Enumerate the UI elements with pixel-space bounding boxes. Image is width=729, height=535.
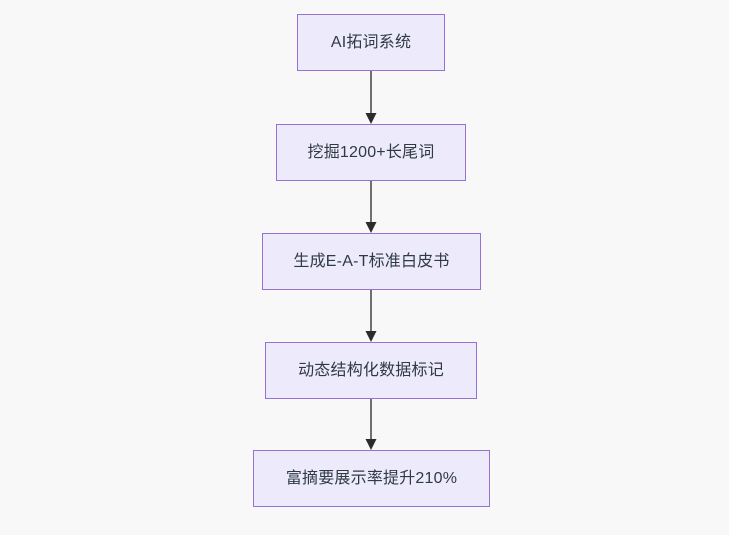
flow-node-rich-snippet-rate-increase[interactable]: 富摘要展示率提升210% — [253, 450, 490, 507]
arrowhead-down-icon — [365, 222, 377, 233]
flow-node-label: 动态结构化数据标记 — [298, 361, 444, 379]
edge-n2-n3 — [365, 290, 377, 342]
flow-node-generate-eat-whitepaper[interactable]: 生成E-A-T标准白皮书 — [262, 233, 481, 290]
flow-node-label: 生成E-A-T标准白皮书 — [293, 252, 450, 270]
flow-node-mine-longtail-keywords[interactable]: 挖掘1200+长尾词 — [276, 124, 466, 181]
flow-node-label: AI拓词系统 — [330, 33, 412, 51]
arrowhead-down-icon — [365, 439, 377, 450]
arrowhead-down-icon — [365, 331, 377, 342]
flow-node-ai-keyword-system[interactable]: AI拓词系统 — [297, 14, 445, 71]
edge-n3-n4 — [365, 399, 377, 450]
flow-node-dynamic-structured-data-markup[interactable]: 动态结构化数据标记 — [265, 342, 477, 399]
edge-n0-n1 — [365, 71, 377, 124]
edge-n1-n2 — [365, 181, 377, 233]
flow-node-label: 挖掘1200+长尾词 — [307, 143, 435, 161]
flow-node-label: 富摘要展示率提升210% — [285, 469, 458, 487]
arrowhead-down-icon — [365, 113, 377, 124]
